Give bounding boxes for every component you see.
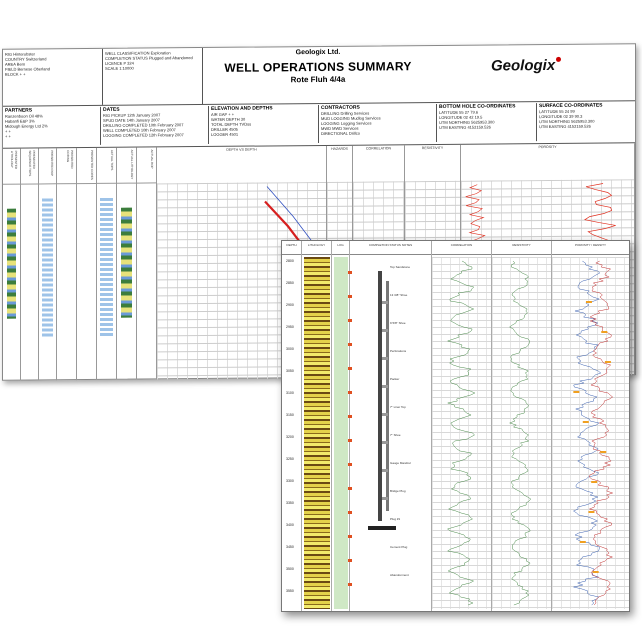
pay-flag (586, 301, 592, 303)
density-curve-front (589, 261, 612, 605)
hazard-marker (348, 391, 352, 394)
bottom-hole-section: BOTTOM HOLE CO-ORDINATES LATITUDE 55 27 … (437, 103, 537, 142)
hazard-marker (348, 415, 352, 418)
contractors-section: CONTRACTORS DRILLING Drilling ServicesMU… (319, 104, 437, 143)
header-well-info: RIG HinterobsterCOUNTRY SwitzerlandAREA … (3, 49, 103, 106)
packer-marker (382, 413, 388, 416)
packer-marker (382, 301, 388, 304)
hazard-marker (348, 463, 352, 466)
surface-section: SURFACE CO-ORDINATES LATITUDE 55 24 99LO… (537, 102, 635, 141)
hazard-marker (348, 367, 352, 370)
hazard-marker (348, 487, 352, 490)
partner-row: + + (5, 133, 98, 139)
resistivity-curve (510, 261, 531, 605)
elevation-row: LOGGER 4501 (211, 131, 316, 137)
pay-flag (583, 421, 589, 423)
front-curves (282, 241, 629, 611)
hazard-marker (348, 439, 352, 442)
contractor-row: DIRECTIONAL Drillco (321, 130, 434, 136)
correlation-gr-curve (448, 261, 475, 605)
logo-dot-icon (556, 57, 561, 62)
pay-flag (601, 331, 607, 333)
pay-flag (588, 511, 594, 513)
porosity-curve-front (573, 261, 600, 605)
completion-shoe (368, 526, 396, 530)
header-well-class: WELL CLASSIFICATION ExplorationCOMPLETIO… (103, 48, 203, 105)
pay-flag (573, 391, 579, 393)
elevation-section: ELEVATION AND DEPTHS AIR GAP + +WATER DE… (209, 105, 319, 144)
hazard-marker (348, 295, 352, 298)
well-class-row: SCALE 1:10000 (105, 65, 200, 71)
company-logo: Geologix (491, 57, 561, 75)
packer-marker (382, 385, 388, 388)
partners-section: PARTNERS Ranzenboon Oil 48%Habanfi E&P 3… (3, 107, 101, 146)
pay-flag (600, 451, 606, 453)
packer-marker (382, 441, 388, 444)
front-log-sheet: DEPTH 2800285029002950300030503100315032… (281, 240, 630, 612)
tubing-string (386, 281, 389, 511)
surface-row: UTM EASTING 4152159.526 (539, 123, 633, 129)
page-title: WELL OPERATIONS SUMMARY (203, 59, 433, 75)
packer-marker (382, 469, 388, 472)
pay-flag (593, 571, 599, 573)
well-name: Rote Fluh 4/4a (203, 74, 433, 85)
hazard-marker (348, 319, 352, 322)
hazard-marker (348, 535, 352, 538)
bottom-hole-row: UTM EASTING 4152159.526 (439, 124, 534, 130)
packer-marker (382, 497, 388, 500)
hazard-marker (348, 583, 352, 586)
hazard-marker (348, 343, 352, 346)
casing-string (378, 271, 382, 521)
hazard-marker (348, 271, 352, 274)
well-info-row: BLOCK + + (5, 71, 100, 77)
dates-section: DATES RIG PICKUP 12th January 2007SPUD D… (101, 106, 209, 145)
pay-flag (580, 541, 586, 543)
pay-flag (605, 361, 611, 363)
company-name: Geologix Ltd. (203, 48, 433, 57)
pay-flag (591, 481, 597, 483)
date-row: LOGGING COMPLETED 12th February 2007 (103, 132, 206, 138)
sheet-header: RIG HinterobsterCOUNTRY SwitzerlandAREA … (3, 44, 635, 107)
hazard-marker (348, 559, 352, 562)
hazard-marker (348, 511, 352, 514)
packer-marker (382, 357, 388, 360)
packer-marker (382, 329, 388, 332)
